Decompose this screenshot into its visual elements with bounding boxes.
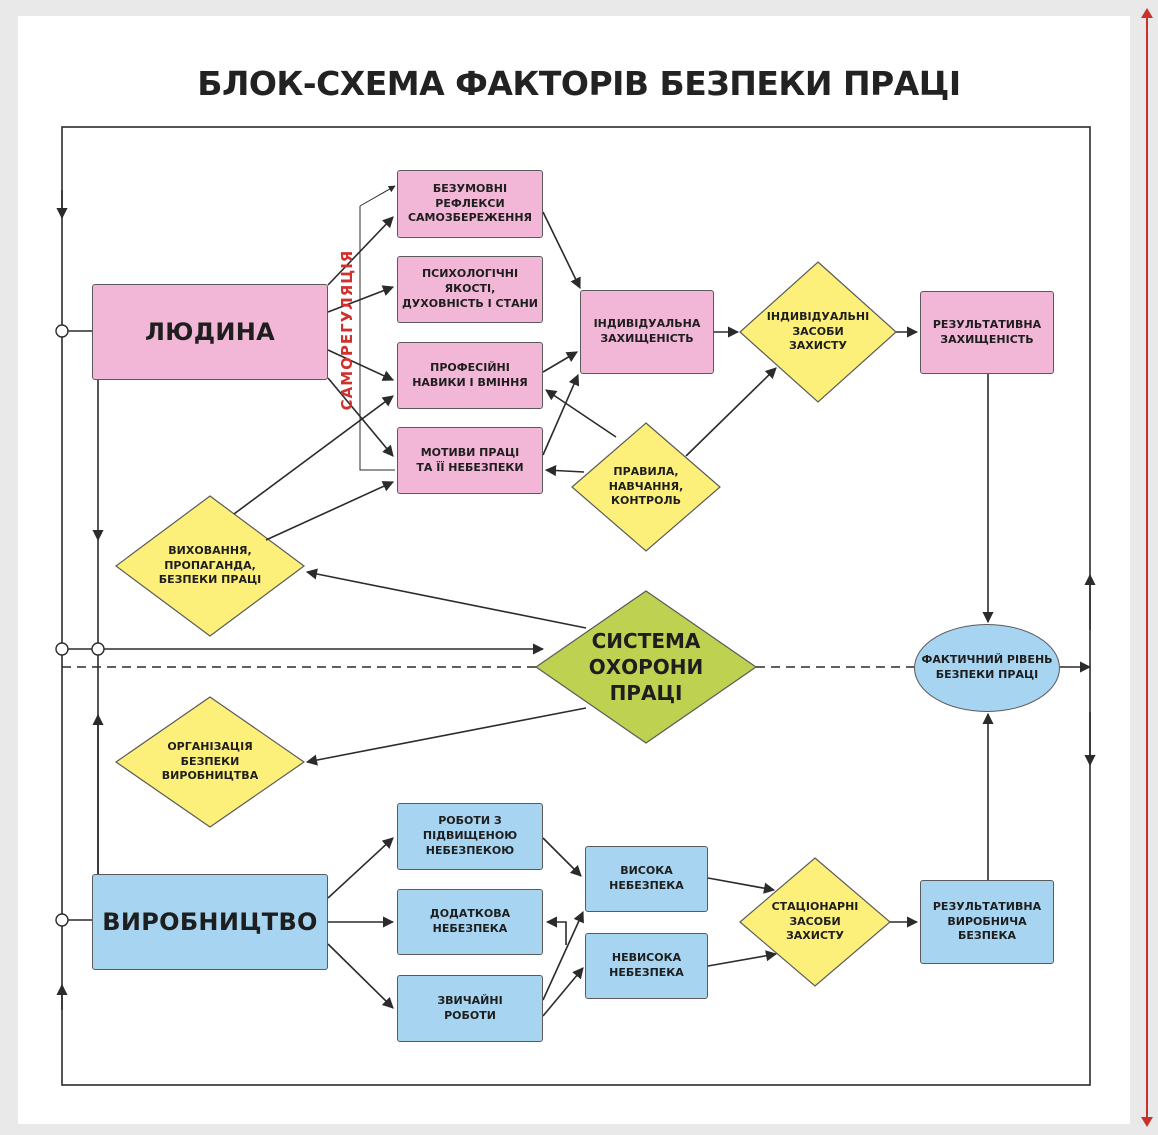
system-diamond — [534, 590, 758, 744]
high-danger-box: ВИСОКА НЕБЕЗПЕКА — [585, 846, 708, 912]
edge-arrow-up-icon — [1141, 8, 1153, 18]
result-safety-box: РЕЗУЛЬТАТИВНА ВИРОБНИЧА БЕЗПЕКА — [920, 880, 1054, 964]
education-diamond — [114, 495, 306, 637]
self-regulation-label: САМОРЕГУЛЯЦІЯ — [338, 249, 356, 411]
reflexes-box: БЕЗУМОВНІ РЕФЛЕКСИ САМОЗБЕРЕЖЕННЯ — [397, 170, 543, 238]
high-danger-works-box: РОБОТИ З ПІДВИЩЕНОЮ НЕБЕЗПЕКОЮ — [397, 803, 543, 870]
result-protection-box: РЕЗУЛЬТАТИВНА ЗАХИЩЕНІСТЬ — [920, 291, 1054, 374]
skills-box: ПРОФЕСІЙНІ НАВИКИ І ВМІННЯ — [397, 342, 543, 409]
organization-diamond — [114, 696, 306, 828]
psych-box: ПСИХОЛОГІЧНІ ЯКОСТІ, ДУХОВНІСТЬ І СТАНИ — [397, 256, 543, 323]
rules-diamond — [571, 422, 721, 552]
page-edge-marker — [1146, 10, 1148, 1125]
low-danger-box: НЕВИСОКА НЕБЕЗПЕКА — [585, 933, 708, 999]
stationary-means-diamond — [739, 857, 891, 987]
extra-danger-box: ДОДАТКОВА НЕБЕЗПЕКА — [397, 889, 543, 955]
indiv-protection-box: ІНДИВІДУАЛЬНА ЗАХИЩЕНІСТЬ — [580, 290, 714, 374]
edge-arrow-down-icon — [1141, 1117, 1153, 1127]
ordinary-works-box: ЗВИЧАЙНІ РОБОТИ — [397, 975, 543, 1042]
actual-level-ellipse: ФАКТИЧНИЙ РІВЕНЬ БЕЗПЕКИ ПРАЦІ — [914, 624, 1060, 712]
production-box: ВИРОБНИЦТВО — [92, 874, 328, 970]
human-box: ЛЮДИНА — [92, 284, 328, 380]
motives-box: МОТИВИ ПРАЦІ ТА ЇЇ НЕБЕЗПЕКИ — [397, 427, 543, 494]
diagram-title: БЛОК-СХЕМА ФАКТОРІВ БЕЗПЕКИ ПРАЦІ — [197, 64, 961, 103]
indiv-means-diamond — [739, 261, 897, 403]
